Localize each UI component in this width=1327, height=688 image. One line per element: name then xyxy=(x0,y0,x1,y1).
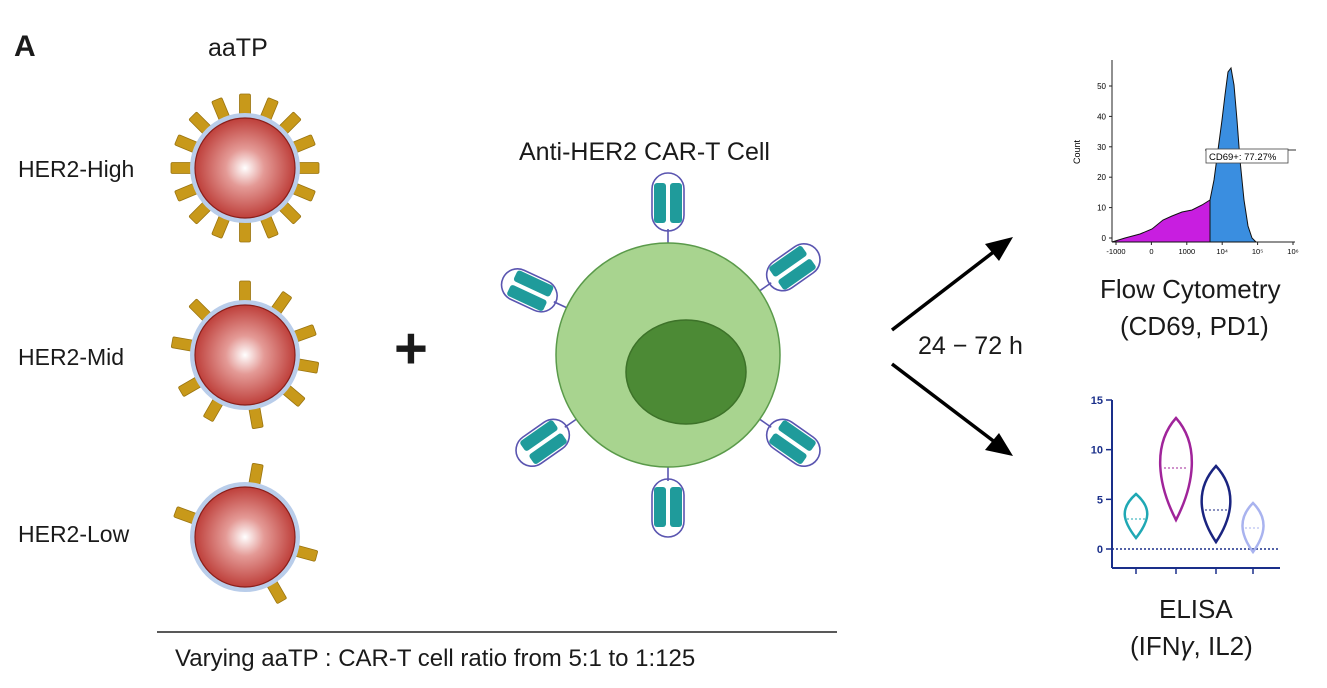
flow-y-axis-label: Count xyxy=(1072,140,1082,165)
elisa-violin-2 xyxy=(1158,416,1194,523)
flow-y-tick-label: 10 xyxy=(1097,204,1106,213)
elisa-violin-1 xyxy=(1123,492,1149,541)
car-receptor xyxy=(651,172,685,245)
flow-histogram-negative xyxy=(1111,199,1211,243)
flow-gate-box xyxy=(1205,148,1289,164)
flow-x-tick-label: 10⁴ xyxy=(1216,247,1228,256)
elisa-violin-3 xyxy=(1200,464,1232,545)
elisa-subtitle: (IFNγ, IL2) xyxy=(1130,631,1253,661)
particle-core xyxy=(194,304,296,406)
flow-cytometry-plot: CD69+: 77.27% Count 50 40 30 20 10 0 -1000 0 10… xyxy=(1072,60,1299,256)
her2-high-label: HER2-High xyxy=(18,156,135,182)
flow-y-tick-label: 0 xyxy=(1102,234,1107,243)
flow-x-tick-label: 1000 xyxy=(1178,247,1195,256)
elisa-plot: 15 10 5 0 xyxy=(1091,395,1280,574)
car-receptor xyxy=(651,465,685,538)
flow-y-tick-label: 40 xyxy=(1097,112,1106,121)
aatp-title: aaTP xyxy=(208,34,268,62)
panel-letter: A xyxy=(14,30,36,63)
elisa-y-ticks: 15 10 5 0 xyxy=(1091,395,1112,556)
flow-y-tick-label: 20 xyxy=(1097,173,1106,182)
elisa-y-tick-label: 10 xyxy=(1091,445,1103,457)
particle-core xyxy=(194,486,296,588)
elisa-y-tick-label: 0 xyxy=(1097,544,1103,556)
particle-core xyxy=(194,117,296,219)
aatp-particle-high xyxy=(170,93,320,243)
elisa-x-ticks xyxy=(1135,568,1254,574)
flow-x-tick-label: 10⁶ xyxy=(1287,247,1298,256)
flow-x-tick-label: 10⁵ xyxy=(1252,247,1263,256)
car-receptor xyxy=(757,417,821,468)
her2-mid-label: HER2-Mid xyxy=(18,344,125,370)
ratio-caption: Varying aaTP : CAR-T cell ratio from 5:1… xyxy=(175,645,696,672)
flow-gate-label: CD69+: 77.27% xyxy=(1209,152,1277,163)
flow-y-tick-label: 50 xyxy=(1097,82,1106,91)
flow-y-ticks: 50 40 30 20 10 0 xyxy=(1097,82,1112,243)
elisa-title: ELISA xyxy=(1159,594,1233,624)
elisa-violin-4 xyxy=(1241,501,1265,555)
car-t-cell xyxy=(500,172,821,538)
plus-sign: + xyxy=(394,316,428,381)
flow-x-tick-label: -1000 xyxy=(1106,247,1125,256)
flow-x-ticks: -1000 0 1000 10⁴ 10⁵ 10⁶ xyxy=(1106,242,1299,256)
flow-subtitle: (CD69, PD1) xyxy=(1120,311,1269,341)
elisa-y-tick-label: 15 xyxy=(1091,395,1103,407)
flow-y-tick-label: 30 xyxy=(1097,143,1106,152)
arrow-down xyxy=(890,362,1013,456)
flow-title: Flow Cytometry xyxy=(1100,274,1281,304)
elisa-y-tick-label: 5 xyxy=(1097,494,1103,506)
her2-low-label: HER2-Low xyxy=(18,521,130,547)
flow-x-tick-label: 0 xyxy=(1149,247,1153,256)
aatp-particle-low xyxy=(173,463,318,604)
arrow-up xyxy=(890,237,1013,332)
aatp-particle-mid xyxy=(171,280,319,429)
car-t-title: Anti-HER2 CAR-T Cell xyxy=(519,138,770,166)
incubation-time: 24 − 72 h xyxy=(918,332,1023,360)
cell-nucleus xyxy=(625,319,747,425)
